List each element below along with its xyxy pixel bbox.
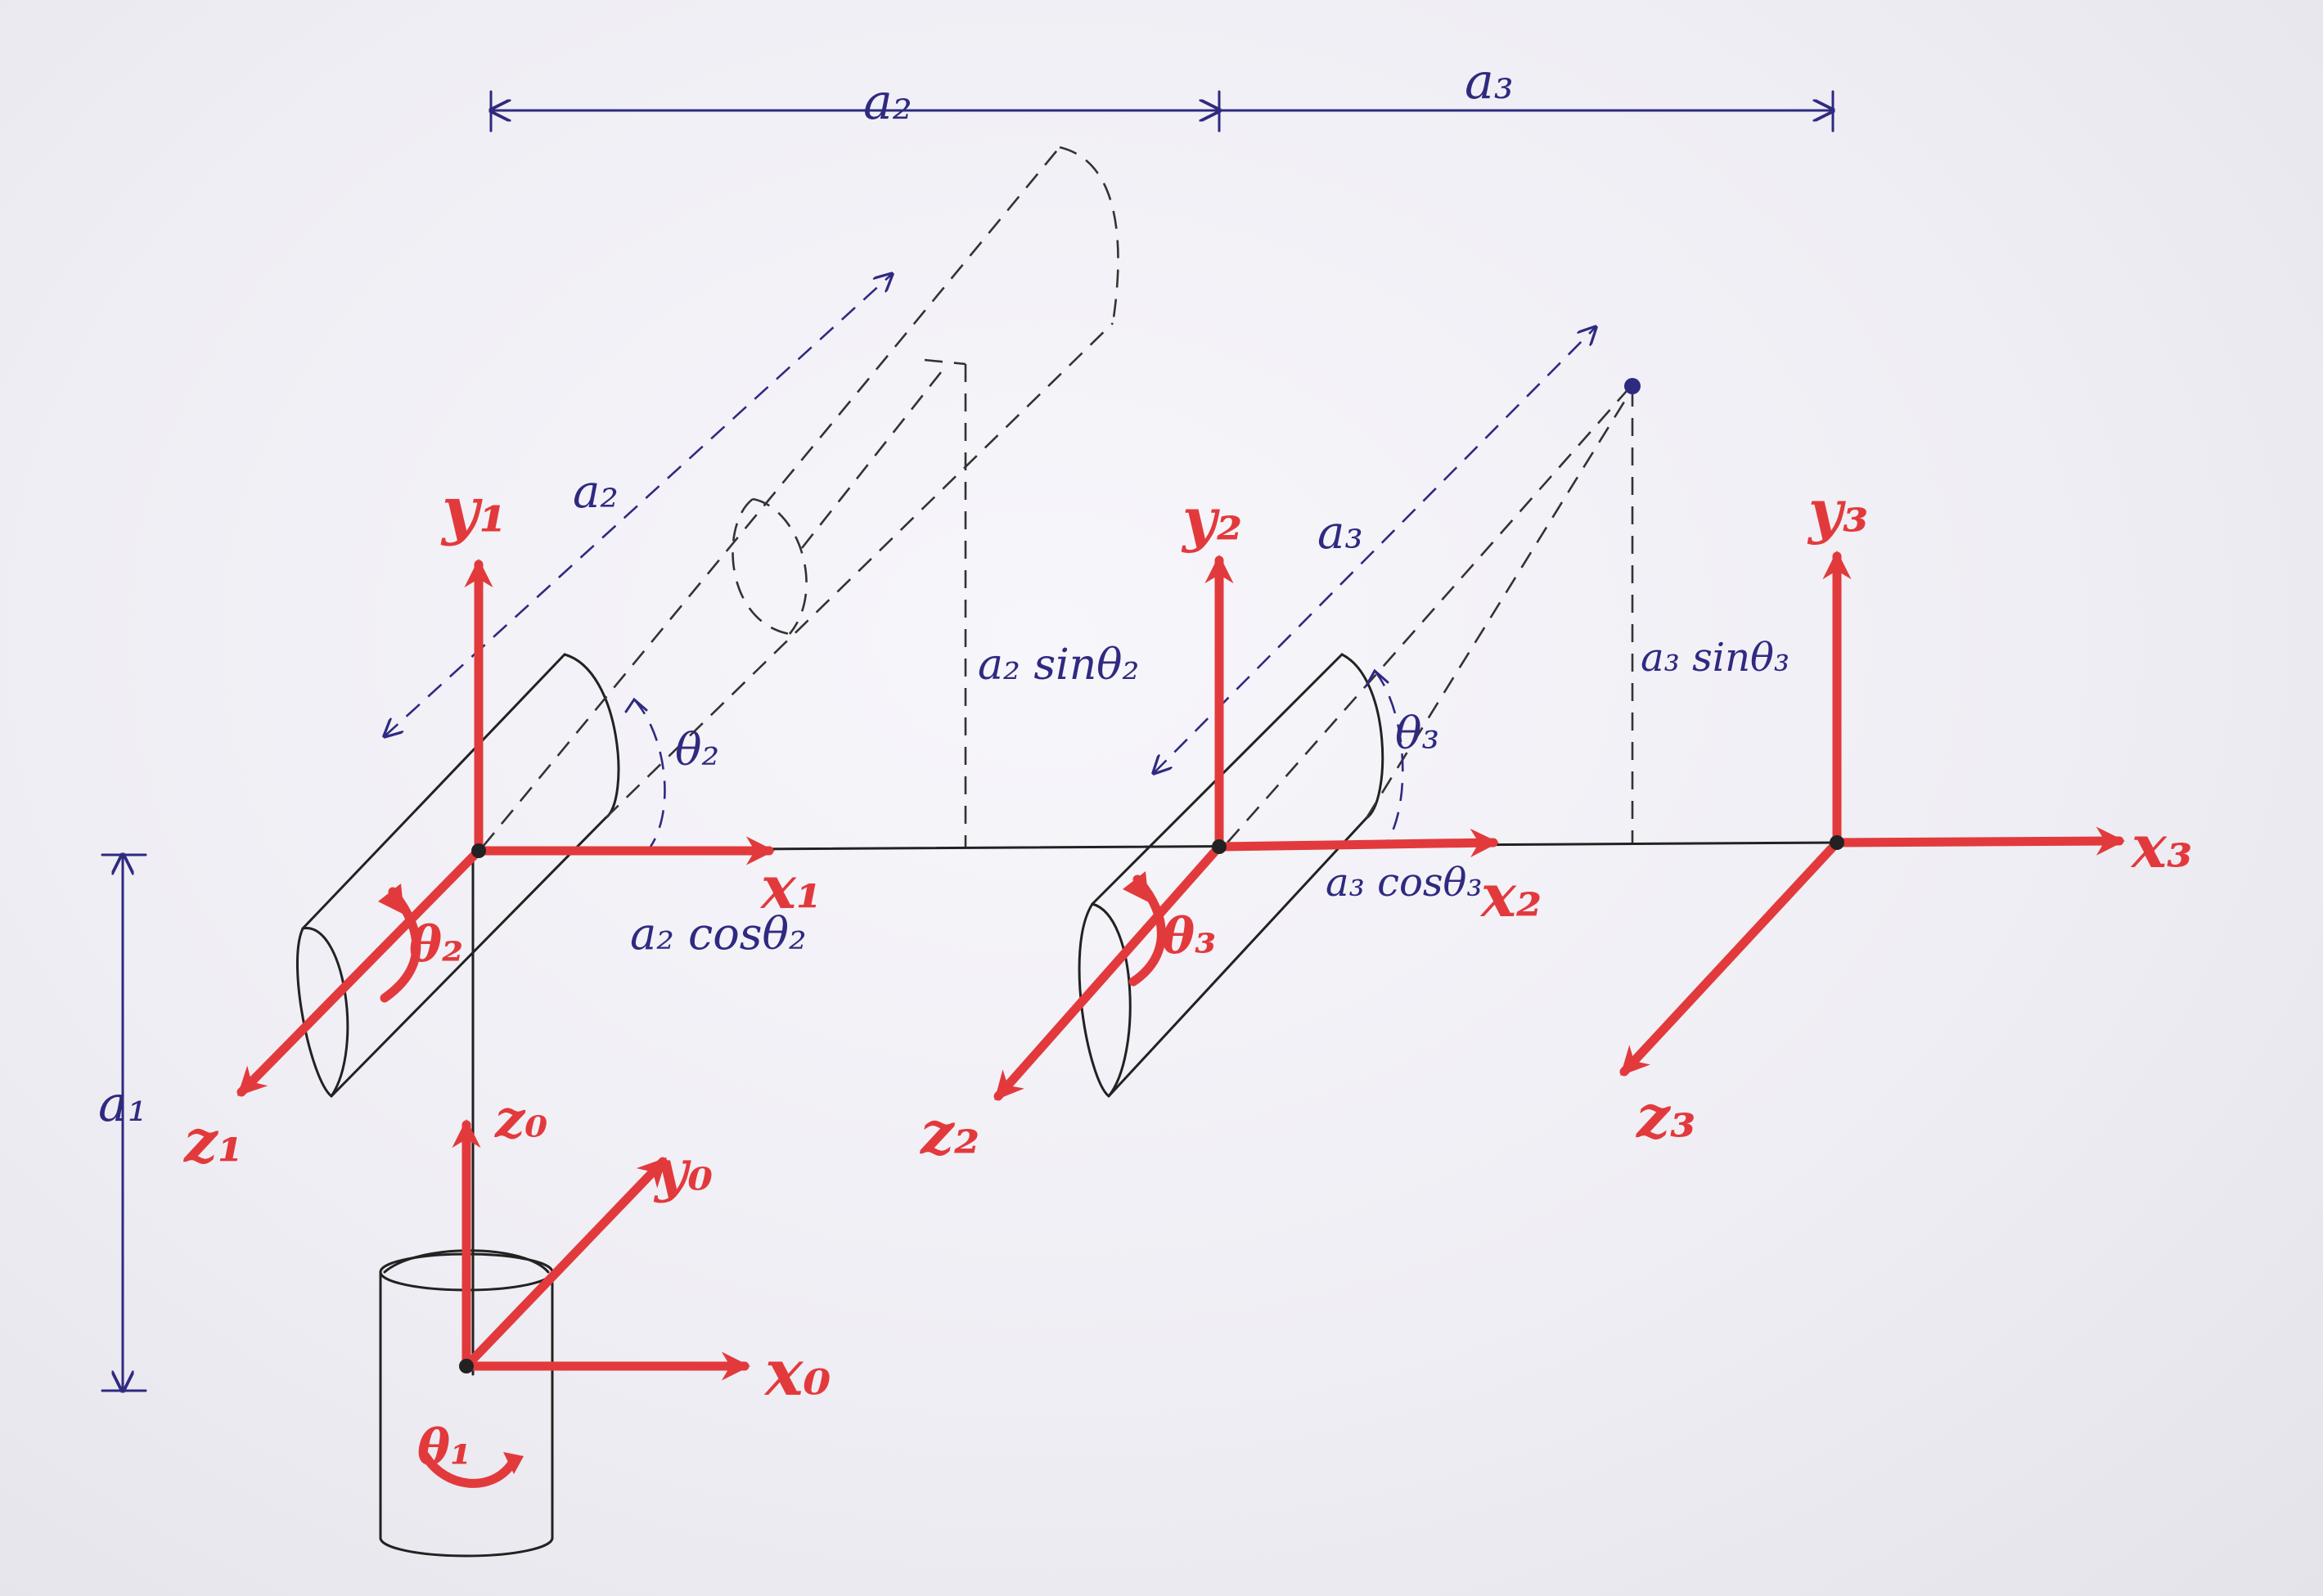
theta3-rotation-arrowhead <box>1123 871 1149 902</box>
a3-link-dimension <box>1154 327 1596 773</box>
z1-label: z₁ <box>182 1106 243 1176</box>
theta1-rotation-arrowhead <box>503 1452 524 1474</box>
theta1-label: θ₁ <box>417 1419 471 1477</box>
y3-label: y₃ <box>1807 476 1868 546</box>
x0-label: x₀ <box>763 1336 831 1410</box>
x1-label: x₁ <box>759 852 822 922</box>
theta3-dim-arrowhead <box>1365 668 1389 687</box>
theta2-rotation-arrowhead <box>378 883 404 915</box>
top-dimension <box>491 90 1833 133</box>
a3-link-label: a₃ <box>1317 506 1363 560</box>
frame-3-axes <box>1619 550 2126 1077</box>
z0-label: z₀ <box>494 1089 547 1150</box>
a1-label: a₁ <box>98 1076 147 1133</box>
a1-dimension <box>101 855 147 1391</box>
theta2-dim-arrowhead <box>624 697 648 713</box>
theta2-dim-label: θ₂ <box>675 724 719 776</box>
z3-label: z₃ <box>1635 1081 1695 1151</box>
y1-label: y₁ <box>440 473 507 547</box>
x3-label: x₃ <box>2130 811 2192 881</box>
frame-2-axes <box>993 554 1500 1101</box>
theta2-label: θ₂ <box>409 916 463 973</box>
a3-sin-label: a₃ sinθ₃ <box>1641 635 1790 681</box>
a2-sin-label: a₂ sinθ₂ <box>978 641 1139 690</box>
a3-top-label: a₃ <box>1465 53 1514 110</box>
a3-cos-label: a₃ cosθ₃ <box>1326 860 1483 906</box>
theta1-rotation-arc <box>421 1451 516 1488</box>
a2-link-label: a₂ <box>573 465 619 519</box>
theta3-label: θ₃ <box>1162 908 1216 965</box>
y2-label: y₂ <box>1181 484 1242 554</box>
theta3-dim-arc <box>1373 670 1404 843</box>
x2-label: x₂ <box>1479 861 1542 930</box>
a2-link-dimension <box>385 274 892 736</box>
frame-1-axes <box>236 558 776 1097</box>
theta3-dim-label: θ₃ <box>1395 708 1439 759</box>
z2-label: z₂ <box>919 1098 979 1167</box>
theta2-dim-arc <box>633 699 666 847</box>
frame-0-axes <box>452 1118 751 1381</box>
link-3-dashed <box>1227 378 1641 843</box>
a2-cos-label: a₂ cosθ₂ <box>630 908 807 960</box>
a2-top-label: a₂ <box>863 74 912 131</box>
y0-label: y₀ <box>653 1136 713 1204</box>
end-effector-point <box>1624 378 1641 394</box>
